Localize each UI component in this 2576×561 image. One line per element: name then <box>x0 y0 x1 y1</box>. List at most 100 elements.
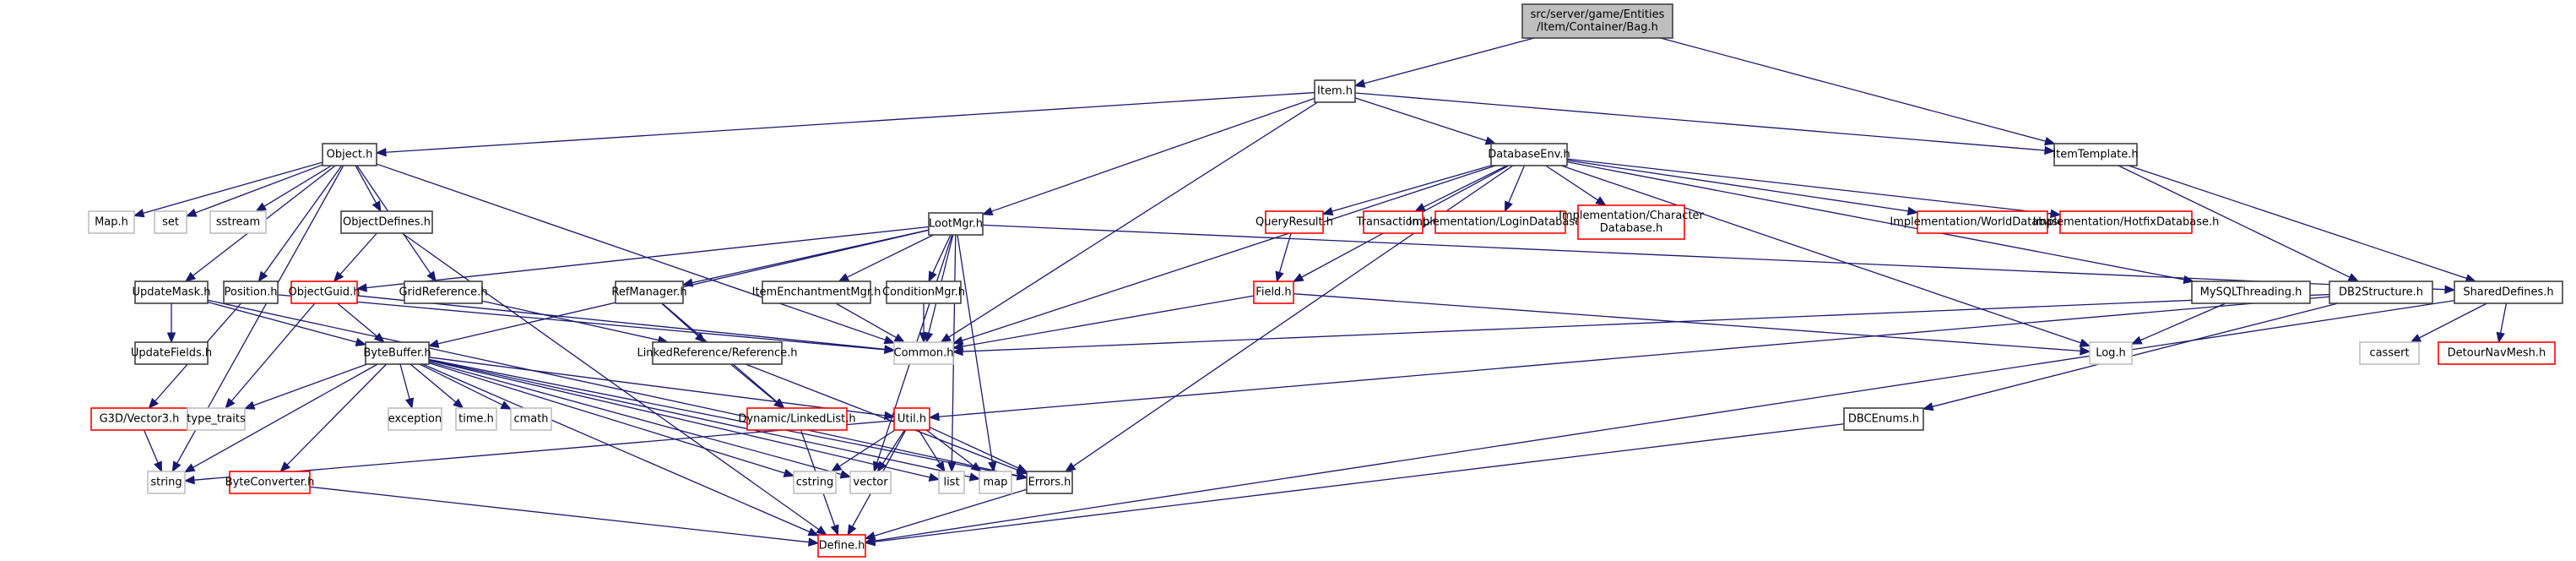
node-errors[interactable]: Errors.h <box>1026 471 1073 494</box>
arrowhead-icon <box>375 147 387 157</box>
arrowhead-icon <box>773 398 785 409</box>
node-shareddefines[interactable]: SharedDefines.h <box>2454 280 2563 304</box>
edge-line <box>962 295 1255 347</box>
node-box <box>1314 79 1356 103</box>
node-itemenchant[interactable]: ItemEnchantmentMgr.h <box>752 280 881 304</box>
node-timeh: time.h <box>455 407 497 431</box>
node-label: vector <box>853 477 888 489</box>
edge-line <box>263 165 343 275</box>
node-objectdefines[interactable]: ObjectDefines.h <box>340 210 433 234</box>
arrowhead-icon <box>1321 206 1334 216</box>
arrowhead-icon <box>373 332 385 343</box>
node-mysqlthreading[interactable]: MySQLThreading.h <box>2191 280 2311 304</box>
include-edge-object-to-position <box>258 165 343 283</box>
arrowhead-icon <box>355 337 367 346</box>
node-position[interactable]: Position.h <box>223 280 279 304</box>
arrowhead-icon <box>2044 145 2056 155</box>
node-g3dvector[interactable]: G3D/Vector3.h <box>90 407 188 431</box>
node-dbcenums[interactable]: DBCEnums.h <box>1843 407 1924 431</box>
include-edge-bytebuffer-to-byteconverter <box>279 363 388 472</box>
node-dynlinkedlist[interactable]: Dynamic/LinkedList.h <box>738 407 856 431</box>
include-edge-db2structure-to-util <box>928 296 2330 422</box>
include-edge-shareddefines-to-detour <box>2496 302 2508 344</box>
edge-line <box>339 232 377 275</box>
node-conditionmgr[interactable]: ConditionMgr.h <box>882 280 965 304</box>
node-queryresult[interactable]: QueryResult.h <box>1255 210 1333 234</box>
edge-line <box>1278 232 1292 273</box>
node-box <box>134 341 209 365</box>
include-edge-lootmgr-to-map <box>957 234 997 473</box>
node-label: Database.h <box>1600 222 1662 235</box>
edge-line <box>1354 97 1487 142</box>
node-box <box>365 341 430 365</box>
include-edge-bytebuffer-to-cstring <box>428 362 795 477</box>
node-label: G3D/Vector3.h <box>100 413 180 426</box>
include-edge-item-to-itemtemplate <box>1354 92 2056 155</box>
edge-line <box>1331 165 1492 212</box>
include-edge-conditionmgr-to-common <box>919 303 929 344</box>
node-gridreference[interactable]: GridReference.h <box>399 280 488 304</box>
node-define[interactable]: Define.h <box>817 534 866 558</box>
edge-line <box>1566 160 1909 212</box>
arrowhead-icon <box>952 335 964 345</box>
node-box <box>88 210 135 234</box>
arrowhead-icon <box>183 475 195 485</box>
include-edge-bag-to-itemtemplate <box>1660 37 2056 146</box>
edge-line <box>207 301 357 343</box>
arrowhead-icon <box>333 270 344 282</box>
arrowhead-icon <box>166 332 176 344</box>
node-logindb[interactable]: Implementation/LoginDatabase.h <box>1408 210 1592 234</box>
node-box <box>455 407 497 431</box>
node-bag[interactable]: src/server/game/Entities/Item/Container/… <box>1521 3 1673 39</box>
node-lootmgr[interactable]: LootMgr.h <box>928 212 984 236</box>
node-refmanager[interactable]: RefManager.h <box>611 280 687 304</box>
node-updatefields[interactable]: UpdateFields.h <box>131 341 212 365</box>
node-bytebuffer[interactable]: ByteBuffer.h <box>363 341 431 365</box>
include-edge-databaseenv-to-common <box>952 165 1496 345</box>
node-databaseenv[interactable]: DatabaseEnv.h <box>1488 143 1570 166</box>
node-set: set <box>154 210 187 234</box>
node-worlddb[interactable]: Implementation/WorldDatabase.h <box>1890 210 2075 234</box>
node-label: MySQLThreading.h <box>2200 286 2302 299</box>
node-db2structure[interactable]: DB2Structure.h <box>2329 280 2433 304</box>
arrowhead-icon <box>928 472 941 482</box>
node-util[interactable]: Util.h <box>893 407 930 431</box>
include-edge-object-to-objectdefines <box>355 165 382 213</box>
arrowhead-icon <box>453 398 464 409</box>
edge-line <box>385 91 1315 153</box>
node-field[interactable]: Field.h <box>1253 280 1294 304</box>
include-edge-dbcenums-to-define <box>864 423 1845 547</box>
edge-line <box>874 488 1028 536</box>
include-edge-updatemask-to-errors <box>207 299 1028 480</box>
edge-line <box>1293 293 2081 352</box>
node-box <box>615 280 684 304</box>
arrowhead-icon <box>133 209 145 218</box>
node-label: set <box>162 216 179 229</box>
node-box <box>893 407 930 431</box>
node-byteconverter[interactable]: ByteConverter.h <box>225 471 315 494</box>
node-detour[interactable]: DetourNavMesh.h <box>2438 341 2556 365</box>
node-box <box>762 280 871 304</box>
arrowhead-icon <box>500 400 512 410</box>
node-maph: Map.h <box>88 210 135 234</box>
node-box <box>404 280 483 304</box>
node-item[interactable]: Item.h <box>1314 79 1356 103</box>
arrowhead-icon <box>427 339 440 348</box>
edges-layer <box>133 37 2508 547</box>
node-object[interactable]: Object.h <box>322 143 377 166</box>
node-linkedref[interactable]: LinkedReference/Reference.h <box>637 341 798 365</box>
node-hotfixdb[interactable]: Implementation/HotfixDatabase.h <box>2033 210 2220 234</box>
arrowhead-icon <box>183 463 196 473</box>
edge-line <box>838 429 896 467</box>
node-box <box>1363 210 1424 234</box>
node-updatemask[interactable]: UpdateMask.h <box>133 280 211 304</box>
node-itemtemplate[interactable]: ItemTemplate.h <box>2053 143 2139 166</box>
include-edge-bytebuffer-to-timeh <box>409 363 464 409</box>
node-transaction[interactable]: Transaction.h <box>1356 210 1430 234</box>
node-box <box>147 471 186 494</box>
node-box <box>1917 210 2048 234</box>
node-objectguid[interactable]: ObjectGuid.h <box>289 280 361 304</box>
node-label: ItemTemplate.h <box>2053 149 2138 161</box>
node-box <box>746 407 848 431</box>
